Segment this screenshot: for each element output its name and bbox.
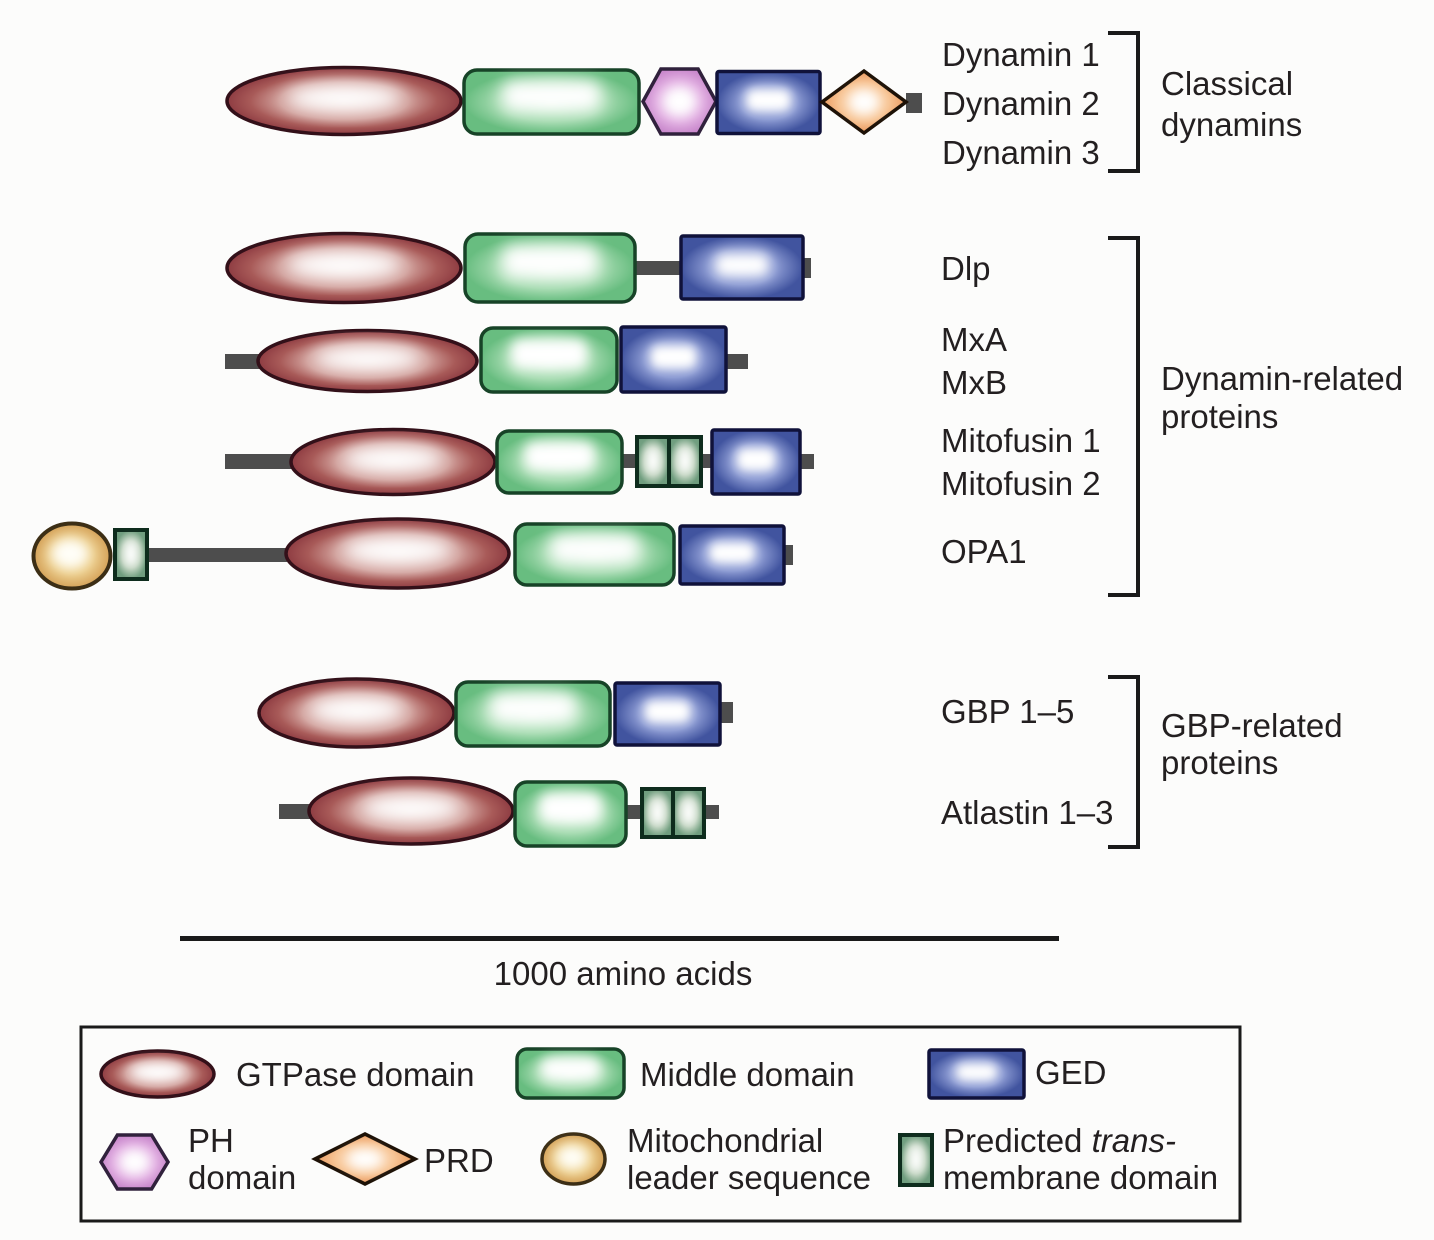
svg-text:Predicted trans-: Predicted trans- — [943, 1122, 1176, 1159]
svg-text:dynamins: dynamins — [1161, 106, 1302, 143]
svg-text:membrane domain: membrane domain — [943, 1159, 1218, 1196]
svg-text:1000 amino acids: 1000 amino acids — [494, 955, 753, 992]
svg-text:PH: PH — [188, 1122, 234, 1159]
svg-text:Mitofusin 1: Mitofusin 1 — [941, 422, 1101, 459]
svg-text:Dlp: Dlp — [941, 250, 991, 287]
svg-text:proteins: proteins — [1161, 398, 1278, 435]
svg-text:OPA1: OPA1 — [941, 533, 1027, 570]
svg-text:leader sequence: leader sequence — [627, 1159, 871, 1196]
svg-text:proteins: proteins — [1161, 744, 1278, 781]
svg-text:Dynamin 1: Dynamin 1 — [942, 36, 1100, 73]
svg-text:GBP 1–5: GBP 1–5 — [941, 693, 1074, 730]
svg-text:Dynamin 3: Dynamin 3 — [942, 134, 1100, 171]
svg-text:GBP-related: GBP-related — [1161, 707, 1343, 744]
svg-text:Atlastin 1–3: Atlastin 1–3 — [941, 794, 1113, 831]
svg-text:PRD: PRD — [424, 1142, 494, 1179]
svg-text:GED: GED — [1035, 1054, 1107, 1091]
svg-text:Classical: Classical — [1161, 65, 1293, 102]
svg-text:GTPase domain: GTPase domain — [236, 1056, 474, 1093]
svg-text:MxA: MxA — [941, 321, 1007, 358]
svg-text:MxB: MxB — [941, 364, 1007, 401]
svg-text:Mitofusin 2: Mitofusin 2 — [941, 465, 1101, 502]
svg-text:Mitochondrial: Mitochondrial — [627, 1122, 823, 1159]
svg-text:Dynamin 2: Dynamin 2 — [942, 85, 1100, 122]
svg-text:Dynamin-related: Dynamin-related — [1161, 360, 1403, 397]
svg-text:Middle domain: Middle domain — [640, 1056, 855, 1093]
svg-text:domain: domain — [188, 1159, 296, 1196]
